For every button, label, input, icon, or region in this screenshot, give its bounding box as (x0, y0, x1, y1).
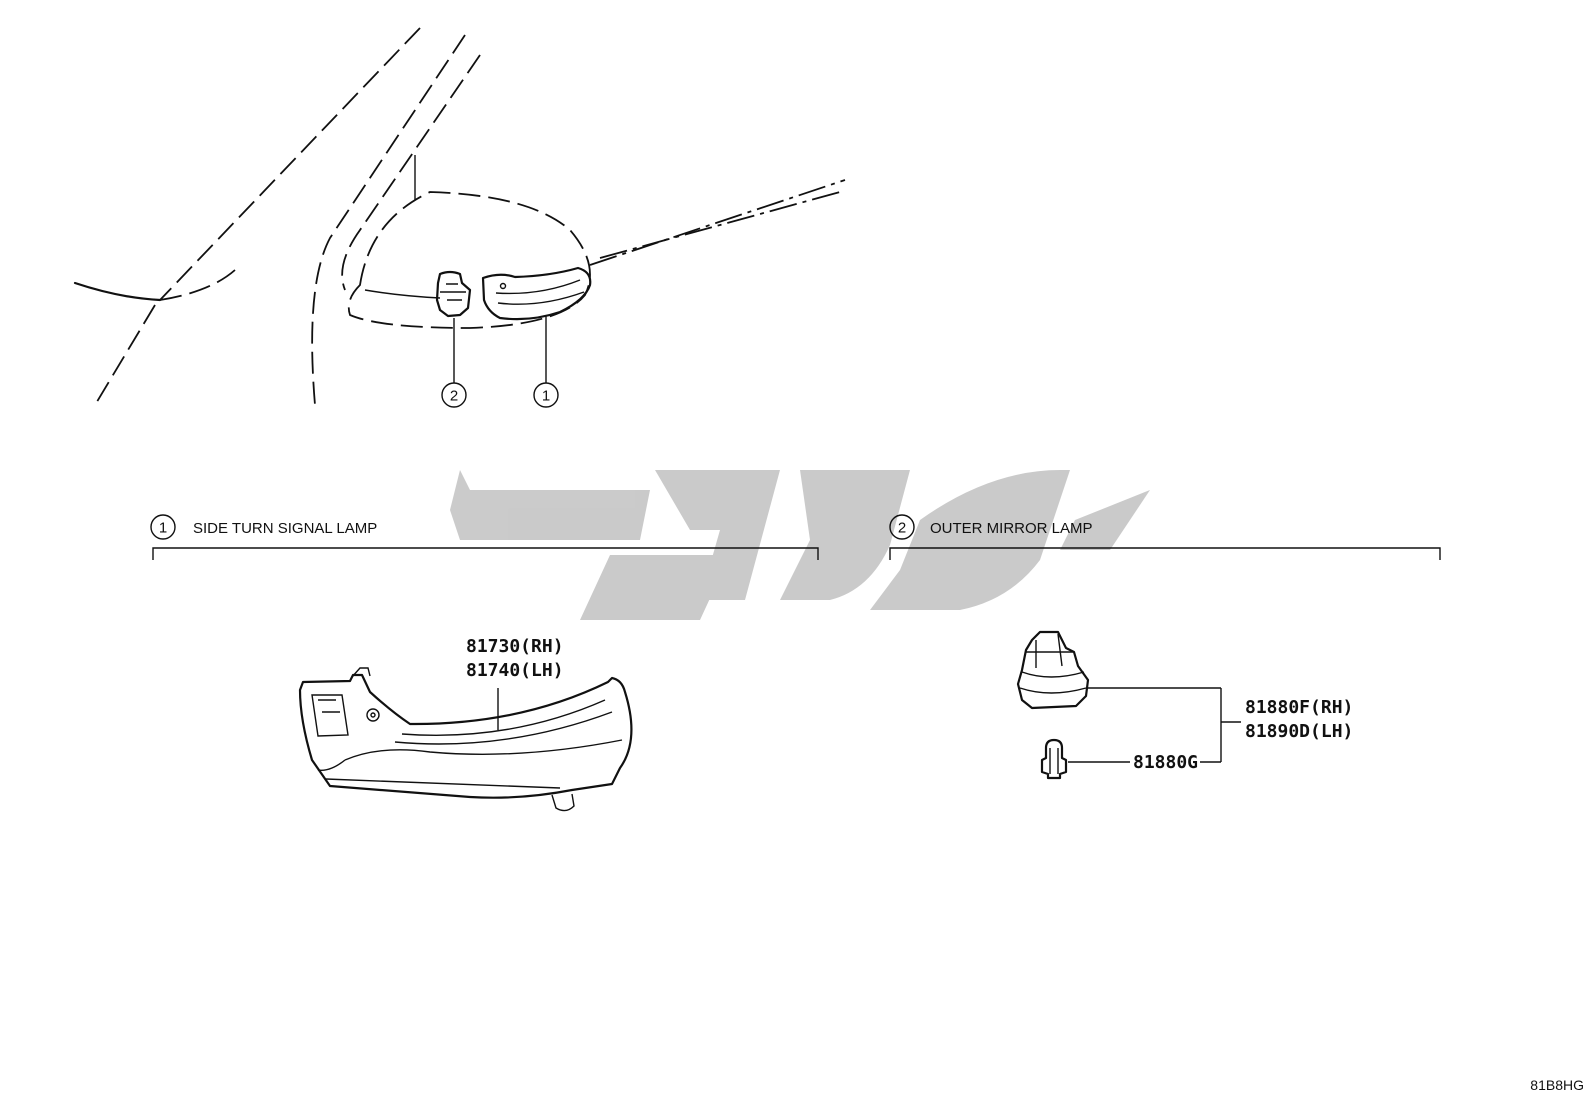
section-1-number: 1 (159, 520, 167, 537)
diagram-code: 81B8HG (1530, 1077, 1584, 1093)
bulb-part: 81880G (1133, 752, 1198, 773)
pillar-outer (311, 34, 466, 406)
section-1-header: 1 SIDE TURN SIGNAL LAMP (150, 514, 819, 560)
watermark-logo (450, 470, 1150, 620)
turn-lamp-lens-mid (394, 711, 613, 745)
mirror-lower-edge (364, 289, 441, 299)
mirror-housing (347, 191, 591, 329)
turn-lamp-lh-part: 81740(LH) (466, 660, 564, 681)
side-turn-signal-lamp-detail: 81730(RH) 81740(LH) (298, 636, 633, 812)
callout-1-number: 1 (542, 388, 550, 405)
turn-lamp-body (298, 673, 633, 799)
fender-dash (94, 304, 156, 406)
mirror-lamp-socket (1016, 630, 1090, 710)
mirror-lamp-lh-part: 81890D(LH) (1245, 721, 1353, 742)
door-line-upper (589, 179, 846, 266)
callout-1: 1 (533, 382, 559, 408)
turn-lamp-overview (481, 266, 592, 321)
section-2-number: 2 (898, 520, 906, 537)
door-line-lower (599, 191, 841, 259)
section-2-title: OUTER MIRROR LAMP (930, 520, 1093, 537)
pillar-inner (341, 54, 481, 291)
mirror-lamp-overview (435, 270, 472, 318)
overview-drawing: 2 1 (73, 27, 846, 408)
turn-lamp-rh-part: 81730(RH) (466, 636, 564, 657)
hood-dash (159, 269, 236, 301)
section-1-bracket (152, 547, 819, 560)
hood-edge (73, 281, 162, 302)
section-2-bracket (889, 547, 1441, 560)
turn-lamp-lens-low (344, 739, 623, 761)
callout-2-number: 2 (450, 388, 458, 405)
windshield-outline (159, 27, 421, 301)
mirror-lamp-rh-part: 81880F(RH) (1245, 697, 1353, 718)
section-2-header: 2 OUTER MIRROR LAMP (889, 514, 1441, 560)
bulb-icon (1040, 738, 1068, 780)
callout-2: 2 (441, 382, 467, 408)
turn-lamp-lens-upper (401, 699, 606, 736)
outer-mirror-lamp-detail: 81880F(RH) 81890D(LH) 81880G (1016, 630, 1353, 780)
section-1-title: SIDE TURN SIGNAL LAMP (193, 520, 377, 537)
